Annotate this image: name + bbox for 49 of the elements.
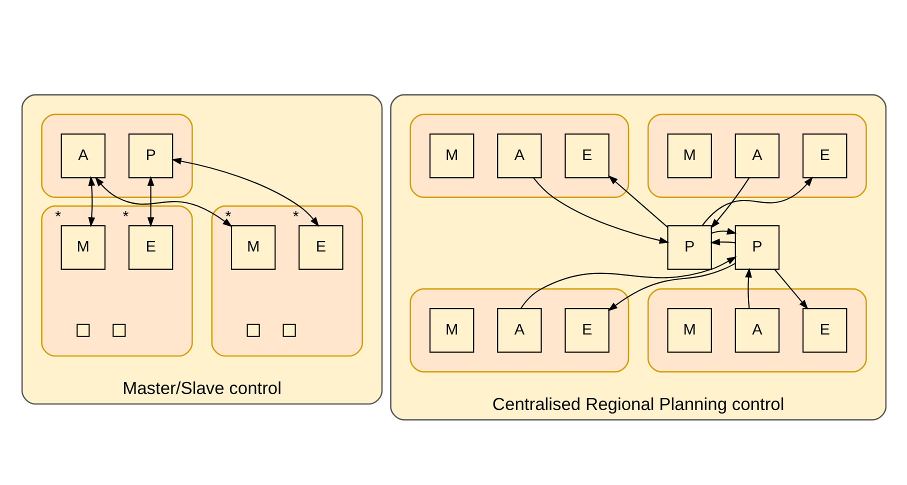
node-label: * [122, 208, 128, 226]
cluster [40, 113, 192, 198]
cluster [210, 204, 363, 356]
arrow [701, 176, 813, 226]
arrow [710, 176, 750, 228]
arrow [170, 157, 319, 226]
node-box [112, 323, 126, 336]
node-label: * [54, 208, 61, 226]
node-box: A [734, 308, 780, 352]
node-box: A [60, 133, 106, 178]
node-box: M [230, 224, 276, 270]
node-box: A [734, 133, 780, 178]
arrow [607, 262, 735, 311]
node-box: A [496, 133, 542, 178]
node-box: E [298, 224, 343, 270]
arrow [520, 256, 736, 308]
arrow [94, 176, 232, 227]
arrow [146, 176, 154, 227]
node-label: * [224, 208, 231, 226]
node-box: E [128, 224, 173, 270]
node-box: E [564, 308, 609, 352]
node-box [76, 323, 90, 336]
node-box [246, 323, 260, 336]
node-box [282, 323, 296, 336]
cluster [646, 288, 866, 372]
node-box: M [666, 133, 712, 178]
arrow [608, 174, 668, 228]
arrow [88, 176, 95, 227]
cluster [409, 113, 629, 198]
node-box: P [734, 224, 780, 270]
node-box: P [666, 224, 712, 270]
node-box: P [128, 133, 173, 178]
arrow [744, 267, 752, 308]
arrow [711, 227, 736, 234]
node-box: E [802, 308, 847, 352]
node-label: * [292, 208, 298, 226]
arrow [532, 176, 669, 244]
node-box: M [428, 133, 474, 178]
node-box: M [666, 308, 712, 352]
cluster [646, 113, 866, 198]
node-box: E [564, 133, 609, 178]
cluster [409, 288, 629, 372]
node-box: E [802, 133, 847, 178]
arrow [774, 268, 808, 310]
node-box: M [60, 224, 106, 270]
arrow [710, 238, 735, 245]
cluster [40, 204, 192, 356]
node-box: M [428, 308, 474, 352]
node-box: A [496, 308, 542, 352]
